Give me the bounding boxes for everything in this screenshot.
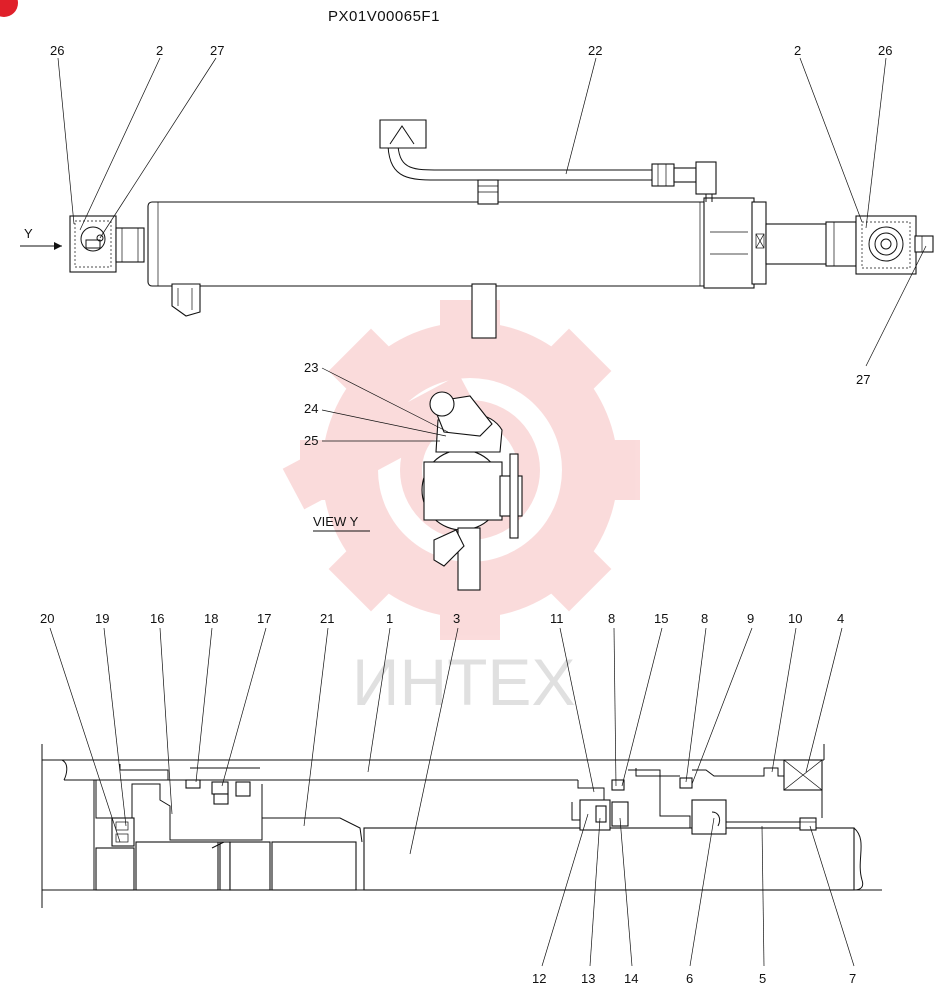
cylinder-assembly-view — [69, 119, 934, 339]
callout-26-right: 26 — [878, 43, 892, 58]
callout-12: 12 — [532, 971, 546, 986]
callout-18: 18 — [204, 611, 218, 626]
upper-callout-leaders — [57, 57, 927, 367]
callout-21: 21 — [320, 611, 334, 626]
callout-2-left: 2 — [156, 43, 163, 58]
callout-22: 22 — [588, 43, 602, 58]
callout-5: 5 — [759, 971, 766, 986]
callout-3: 3 — [453, 611, 460, 626]
callout-17: 17 — [257, 611, 271, 626]
section-callout-leaders — [49, 627, 855, 967]
callout-27-left: 27 — [210, 43, 224, 58]
callout-20: 20 — [40, 611, 54, 626]
callout-13: 13 — [581, 971, 595, 986]
callout-23: 23 — [304, 360, 318, 375]
direction-arrow-label: Y — [24, 226, 33, 241]
callout-19: 19 — [95, 611, 109, 626]
callout-14: 14 — [624, 971, 638, 986]
callout-25: 25 — [304, 433, 318, 448]
callout-27-right: 27 — [856, 372, 870, 387]
callout-6: 6 — [686, 971, 693, 986]
callout-24: 24 — [304, 401, 318, 416]
cylinder-section-view — [41, 744, 882, 908]
view-y-leaders — [321, 367, 449, 442]
callout-15: 15 — [654, 611, 668, 626]
corner-badge-icon — [0, 0, 18, 17]
direction-arrow-icon — [20, 242, 62, 250]
callout-8-left: 8 — [608, 611, 615, 626]
callout-11: 11 — [550, 611, 564, 626]
callout-2-right: 2 — [794, 43, 801, 58]
callout-1: 1 — [386, 611, 393, 626]
watermark-text: ИНТЕХ — [352, 645, 575, 719]
callout-26-left: 26 — [50, 43, 64, 58]
view-y-label: VIEW Y — [313, 514, 359, 529]
document-code: PX01V00065F1 — [328, 8, 440, 25]
callout-7: 7 — [849, 971, 856, 986]
callout-8-right: 8 — [701, 611, 708, 626]
callout-16: 16 — [150, 611, 164, 626]
callout-9: 9 — [747, 611, 754, 626]
callout-10: 10 — [788, 611, 802, 626]
view-y-detail — [421, 391, 523, 591]
callout-4: 4 — [837, 611, 844, 626]
